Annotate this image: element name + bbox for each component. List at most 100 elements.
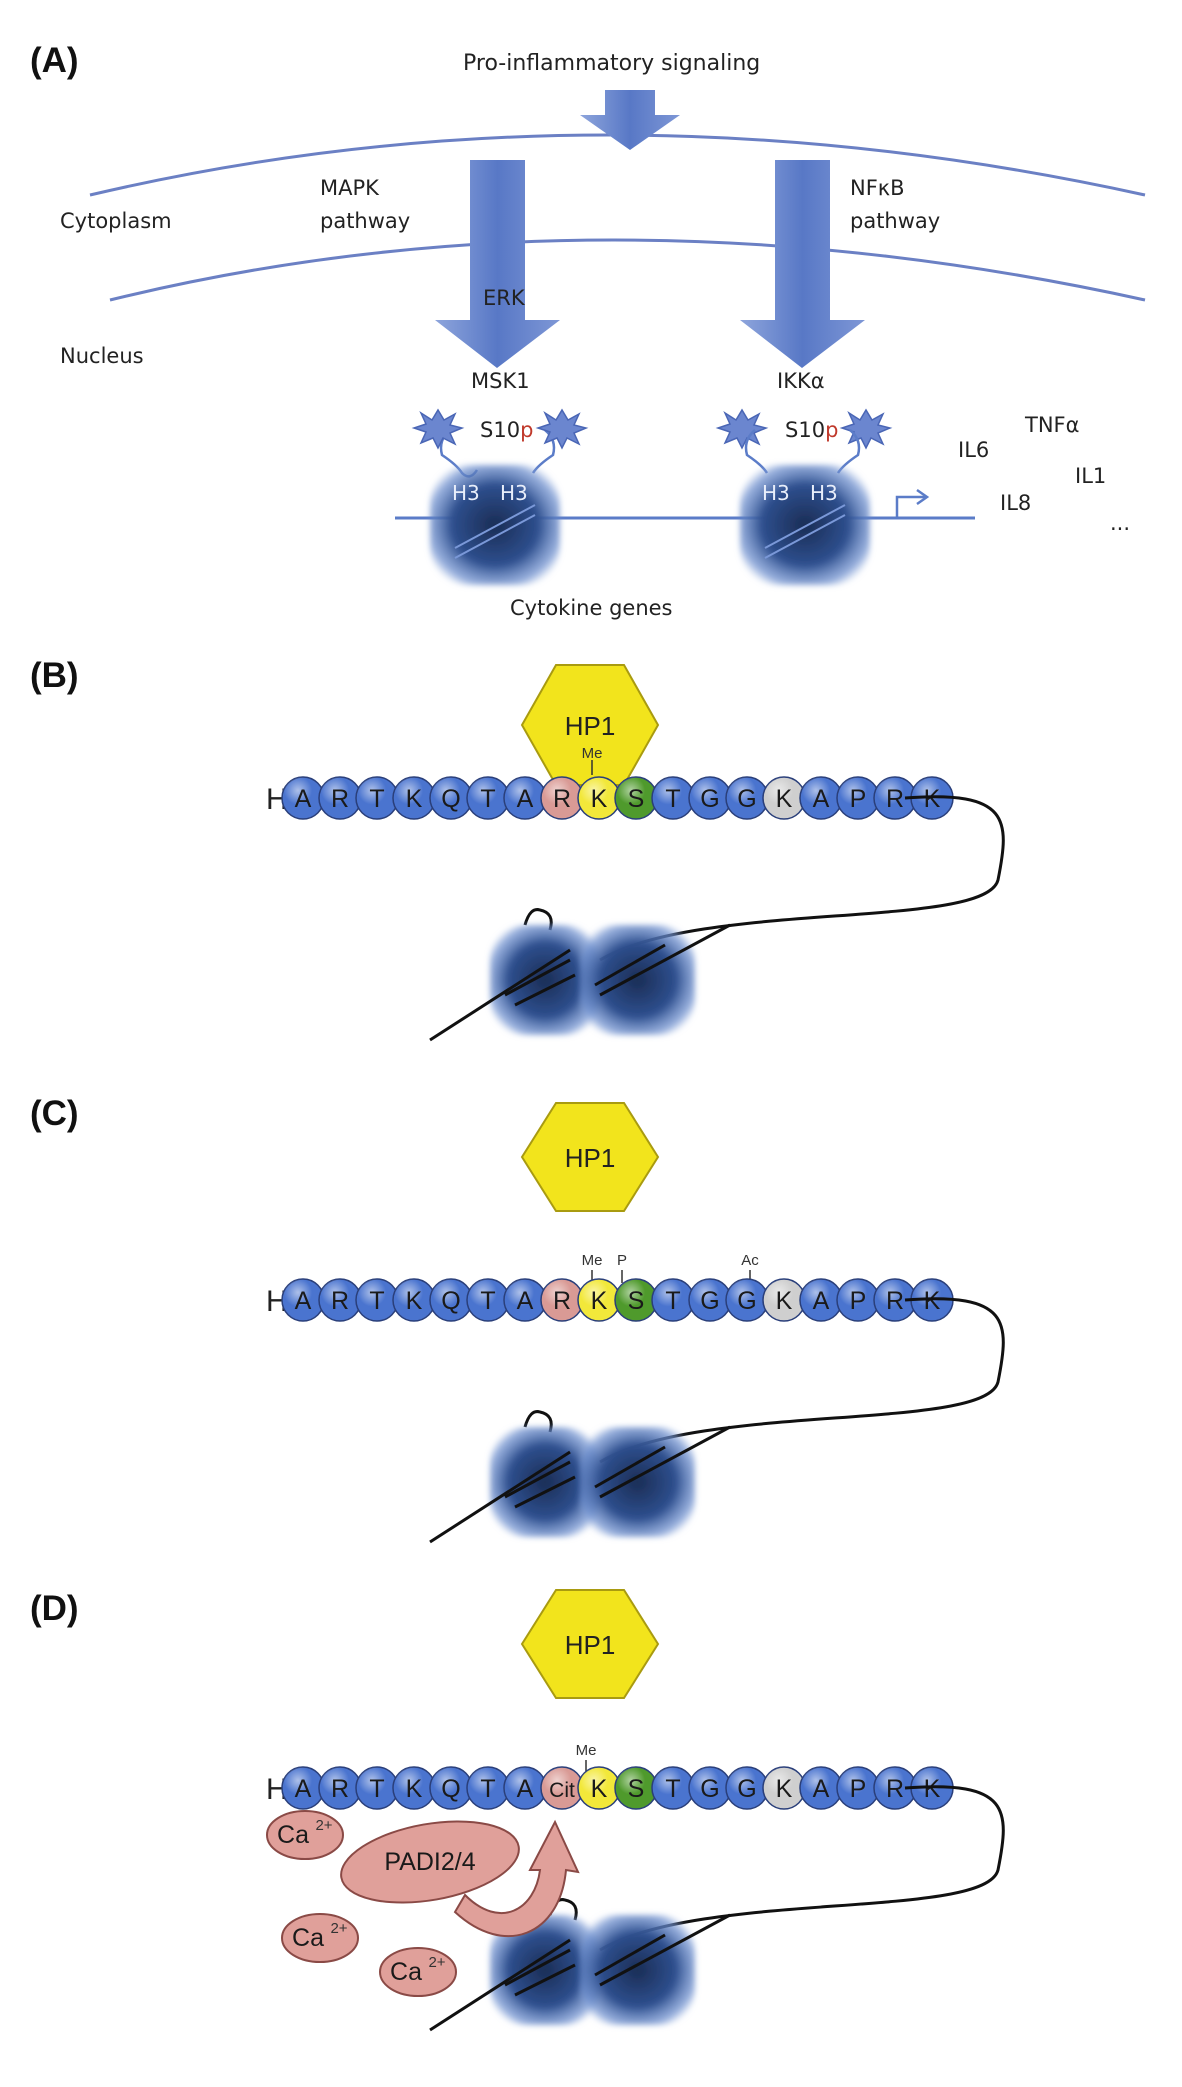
- residue-label-b-15: A: [813, 785, 830, 813]
- svg-text:H3: H3: [810, 481, 838, 505]
- residue-shine-c-14: [763, 1279, 805, 1321]
- padi-enzyme: [340, 1820, 520, 1904]
- residue-shine-b-2: [319, 777, 361, 819]
- il8-label: IL8: [1000, 491, 1031, 515]
- svg-text:H3: H3: [452, 481, 480, 505]
- residue-label-b-18: K: [924, 785, 941, 813]
- residue-label-b-6: T: [480, 785, 495, 813]
- panel-c-label: (C): [30, 1094, 79, 1133]
- nuclear-membrane: [109, 238, 1146, 302]
- residue-label-d-18: K: [924, 1775, 941, 1803]
- residue-label-d-7: A: [517, 1775, 534, 1803]
- s10p-label-left: S10p: [480, 418, 533, 442]
- citrullination-arrow: [453, 1819, 580, 1938]
- residue-label-d-14: K: [776, 1775, 793, 1803]
- residue-label-d-13: G: [737, 1775, 756, 1803]
- residue-label-c-2: R: [331, 1287, 349, 1315]
- ellipsis-label: ...: [1110, 511, 1130, 535]
- residue-shine-d-3: [356, 1767, 398, 1809]
- residue-label-b-11: T: [665, 785, 680, 813]
- nucleosome-c: [429, 1425, 731, 1544]
- mapk-label-1: MAPK: [320, 176, 380, 200]
- residue-label-b-17: R: [886, 785, 904, 813]
- residue-shine-d-9: [578, 1767, 620, 1809]
- nucleosome-b: [429, 923, 731, 1042]
- residue-shine-b-11: [652, 777, 694, 819]
- padi-label: PADI2/4: [384, 1848, 475, 1876]
- residue-shine-c-12: [689, 1279, 731, 1321]
- residue-label-d-4: K: [406, 1775, 423, 1803]
- residue-label-d-10: S: [628, 1775, 645, 1803]
- residue-label-d-3: T: [369, 1775, 384, 1803]
- residue-shine-c-15: [800, 1279, 842, 1321]
- residue-shine-d-7: [504, 1767, 546, 1809]
- residue-label-d-2: R: [331, 1775, 349, 1803]
- residue-label-d-9: K: [591, 1775, 608, 1803]
- ikka-label: IKKα: [777, 369, 825, 393]
- panel-d-label: (D): [30, 1589, 79, 1628]
- signal-title: Pro-inflammatory signaling: [463, 51, 760, 76]
- residue-label-c-17: R: [886, 1287, 904, 1315]
- nucleosome-d: [429, 1913, 731, 2032]
- residue-shine-c-1: [282, 1279, 324, 1321]
- residue-shine-c-4: [393, 1279, 435, 1321]
- svg-text:H3: H3: [762, 481, 790, 505]
- residue-shine-b-12: [689, 777, 731, 819]
- ac-mark-c: Ac: [741, 1252, 759, 1269]
- erk-label: ERK: [483, 286, 526, 310]
- residue-shine-d-13: [726, 1767, 768, 1809]
- residue-label-d-11: T: [665, 1775, 680, 1803]
- mapk-arrow: [435, 160, 560, 368]
- residue-label-b-16: P: [850, 785, 867, 813]
- residue-shine-d-4: [393, 1767, 435, 1809]
- tail-linker-b: [599, 795, 1005, 962]
- residue-shine-d-16: [837, 1767, 879, 1809]
- residue-shine-b-3: [356, 777, 398, 819]
- nucleosome-right: H3 H3: [740, 465, 870, 585]
- nfkb-label-2: pathway: [850, 209, 940, 233]
- nfkb-label-1: NFκB: [850, 176, 905, 200]
- residue-label-c-8: R: [553, 1287, 571, 1315]
- residue-shine-c-3: [356, 1279, 398, 1321]
- mapk-label-2: pathway: [320, 209, 410, 233]
- residue-label-b-14: K: [776, 785, 793, 813]
- me-mark-b: Me: [582, 745, 603, 762]
- tnfa-label: TNFα: [1024, 413, 1079, 437]
- hp1-hexagon-d: [520, 1589, 660, 1699]
- residue-shine-d-10: [615, 1767, 657, 1809]
- residue-shine-d-6: [467, 1767, 509, 1809]
- residue-label-c-6: T: [480, 1287, 495, 1315]
- il1-label: IL1: [1075, 464, 1106, 488]
- residue-shine-c-17: [874, 1279, 916, 1321]
- residue-label-c-1: A: [295, 1287, 312, 1315]
- residue-shine-c-2: [319, 1279, 361, 1321]
- panel-b-label: (B): [30, 656, 79, 695]
- residue-shine-d-12: [689, 1767, 731, 1809]
- residue-shine-d-11: [652, 1767, 694, 1809]
- svg-text:Ca: Ca: [292, 1924, 324, 1952]
- hp1-hexagon-c: [520, 1102, 660, 1212]
- signal-arrow: [580, 90, 680, 150]
- residue-label-d-17: R: [886, 1775, 904, 1803]
- residue-shine-c-9: [578, 1279, 620, 1321]
- residue-label-c-12: G: [700, 1287, 719, 1315]
- s10p-label-right: S10p: [785, 418, 838, 442]
- residue-label-c-18: K: [924, 1287, 941, 1315]
- residue-label-b-2: R: [331, 785, 349, 813]
- residue-shine-c-10: [615, 1279, 657, 1321]
- svg-text:Ca: Ca: [277, 1821, 309, 1849]
- residue-label-b-4: K: [406, 785, 423, 813]
- residue-label-c-7: A: [517, 1287, 534, 1315]
- svg-text:2+: 2+: [428, 1954, 445, 1971]
- residue-label-c-4: K: [406, 1287, 423, 1315]
- nucleosome-left: H3 H3: [430, 465, 560, 585]
- residue-label-c-9: K: [591, 1287, 608, 1315]
- residue-shine-d-2: [319, 1767, 361, 1809]
- hp1-label-d: HP1: [565, 1630, 616, 1660]
- residue-label-c-13: G: [737, 1287, 756, 1315]
